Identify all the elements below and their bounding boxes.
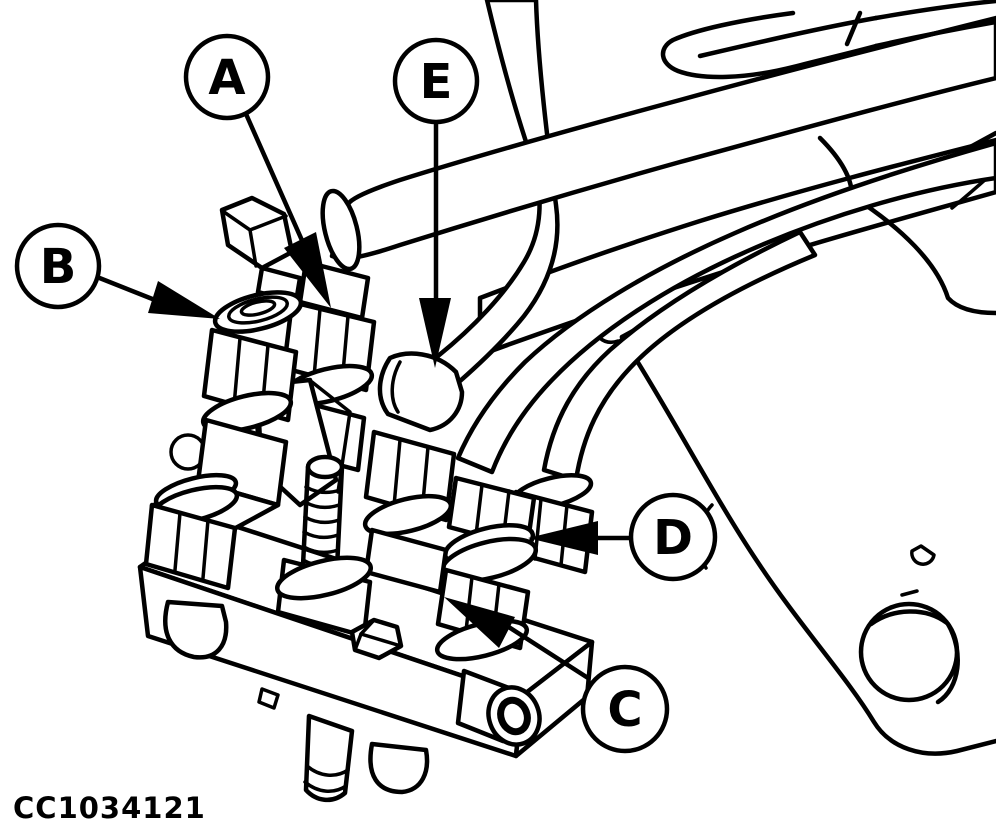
fitting-e-rings xyxy=(362,493,454,537)
stem-thread-3 xyxy=(303,515,341,525)
fitting-a-facet-1 xyxy=(312,307,322,379)
fitting-e-elbow-line xyxy=(390,360,402,414)
leader-arrowhead-c xyxy=(444,597,515,648)
leader-line-b xyxy=(94,274,163,305)
callout-c-circle xyxy=(580,664,670,754)
callout-e: E xyxy=(392,37,480,368)
callout-b-circle xyxy=(14,222,102,310)
panel-small-hole xyxy=(910,544,936,566)
block-tab xyxy=(257,687,280,710)
panel-edge xyxy=(619,334,996,756)
leader-line-c xyxy=(501,621,591,681)
fitting-c-facet-1 xyxy=(464,575,474,633)
stem-thread-2 xyxy=(303,500,341,510)
hook-corner-line-2 xyxy=(873,0,996,21)
callout-c-letter: C xyxy=(607,682,642,738)
callout-d: D xyxy=(528,492,718,582)
leader-arrowhead-d xyxy=(528,521,598,555)
hose-a-front xyxy=(320,15,996,272)
fitting-e-lower xyxy=(363,527,449,595)
hose-tail-arc xyxy=(849,193,996,316)
manifold-assembly xyxy=(137,195,595,803)
fitting-b-washer xyxy=(200,390,294,434)
stem-thread-5 xyxy=(302,545,340,555)
stem-cap xyxy=(305,454,345,480)
callouts: A E B D C xyxy=(14,33,718,754)
fitting-b-head-line-2 xyxy=(248,228,258,268)
hose-a-end-cap xyxy=(320,188,362,272)
fitting-b-ring-3 xyxy=(239,299,277,317)
stud-center-ring-1 xyxy=(303,780,348,793)
stem-thread-4 xyxy=(302,530,340,540)
fitting-b-head xyxy=(219,195,295,271)
stud-center-ring-2 xyxy=(305,764,350,777)
hook-stub xyxy=(844,10,863,47)
fitting-e-elbow xyxy=(377,351,465,433)
fitting-d-facet-1 xyxy=(474,483,484,537)
leader-arrowhead-a xyxy=(284,232,331,308)
callout-e-circle xyxy=(392,37,480,125)
stud-center xyxy=(303,713,355,803)
stem-base-washer xyxy=(274,555,374,601)
stud-left xyxy=(163,599,229,660)
figure-code: CC1034121 xyxy=(13,791,206,825)
stem-thread-1 xyxy=(304,485,342,495)
callout-d-letter: D xyxy=(653,510,693,566)
block-hex-nut-line-2 xyxy=(359,618,376,636)
hook-outline xyxy=(660,10,879,80)
panel-plug-lip xyxy=(935,621,960,705)
left-column-facet-1 xyxy=(173,511,182,572)
leader-arrowhead-e xyxy=(419,298,451,368)
clamp-hook xyxy=(660,0,996,80)
hook-corner-line-1 xyxy=(873,19,996,49)
callout-b-letter: B xyxy=(40,239,77,295)
panel-plug-seam xyxy=(868,609,950,627)
fitting-b-facet-1 xyxy=(232,336,242,408)
hose-d xyxy=(455,140,996,475)
left-column-facet-2 xyxy=(201,518,210,580)
callout-b: B xyxy=(14,222,220,319)
callout-e-letter: E xyxy=(420,54,453,110)
callout-c: C xyxy=(444,597,670,754)
callout-a-circle xyxy=(183,33,271,121)
callout-d-circle xyxy=(628,492,718,582)
callout-a: A xyxy=(183,33,331,308)
callout-a-letter: A xyxy=(208,50,245,106)
port-inner xyxy=(497,696,531,736)
panel-tick-mark xyxy=(900,589,919,597)
stud-right xyxy=(368,741,430,795)
leader-arrowhead-b xyxy=(148,281,220,319)
fitting-e-facet-1 xyxy=(392,438,402,508)
